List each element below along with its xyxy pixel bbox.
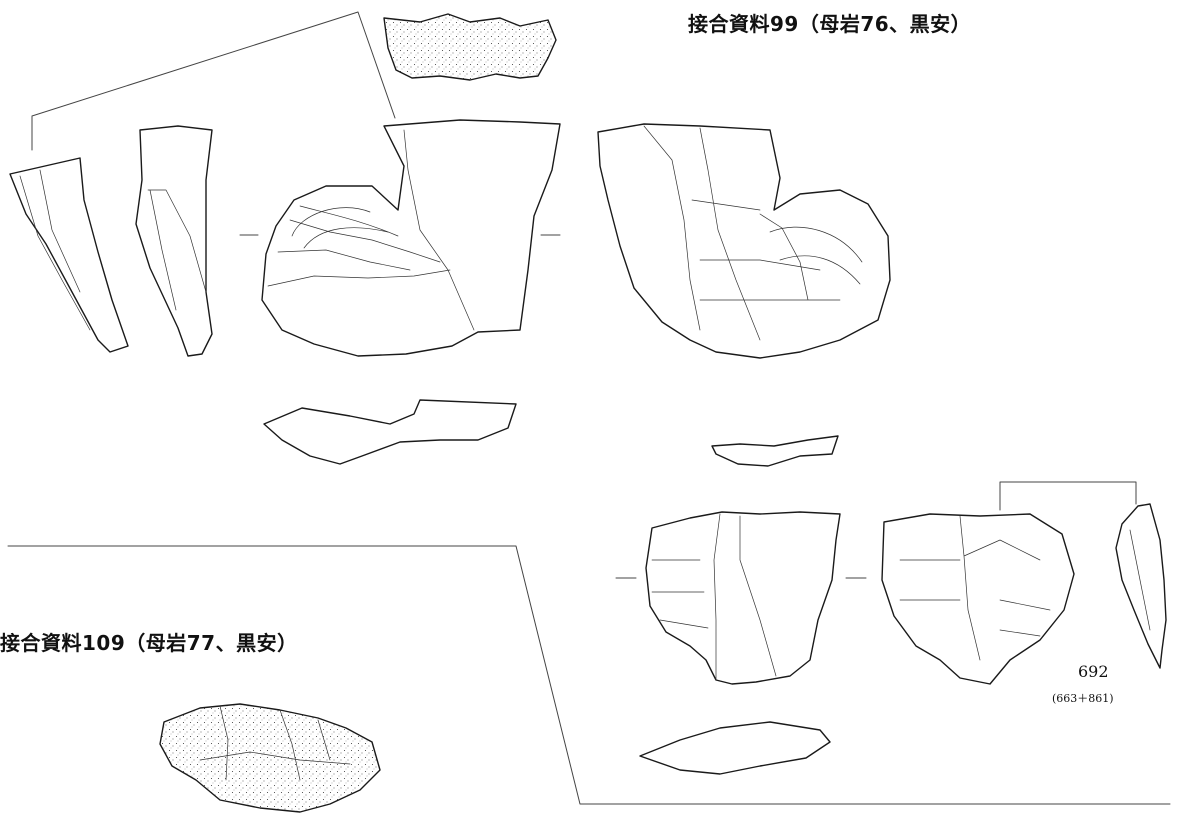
artifact-components: (663＋861) [1052,692,1114,705]
refit99-side-view-1 [9,157,129,353]
refit99-cross-section-1 [263,399,517,465]
artifact-number: 692 [1078,662,1109,681]
artifact692-back-view [881,513,1075,685]
artifact692-front-view [645,511,841,685]
artifact692-bracket [999,481,1137,511]
refit99-back-view [597,123,891,359]
artifact692-side-view [1115,503,1167,669]
refit99-bracket [31,11,396,151]
refit-109-title: 接合資料109（母岩77、黒安） [0,631,298,655]
refit109-cortex-sample [159,703,381,813]
refit-99-title: 接合資料99（母岩76、黒安） [688,12,972,36]
refit99-cross-section-2 [711,435,839,467]
refit99-side-view-2 [135,125,213,357]
refit109-frame [7,545,1171,805]
refit99-front-view [261,119,561,357]
refit99-platform-cortex [383,13,557,81]
artifact692-cross-section [639,721,831,775]
